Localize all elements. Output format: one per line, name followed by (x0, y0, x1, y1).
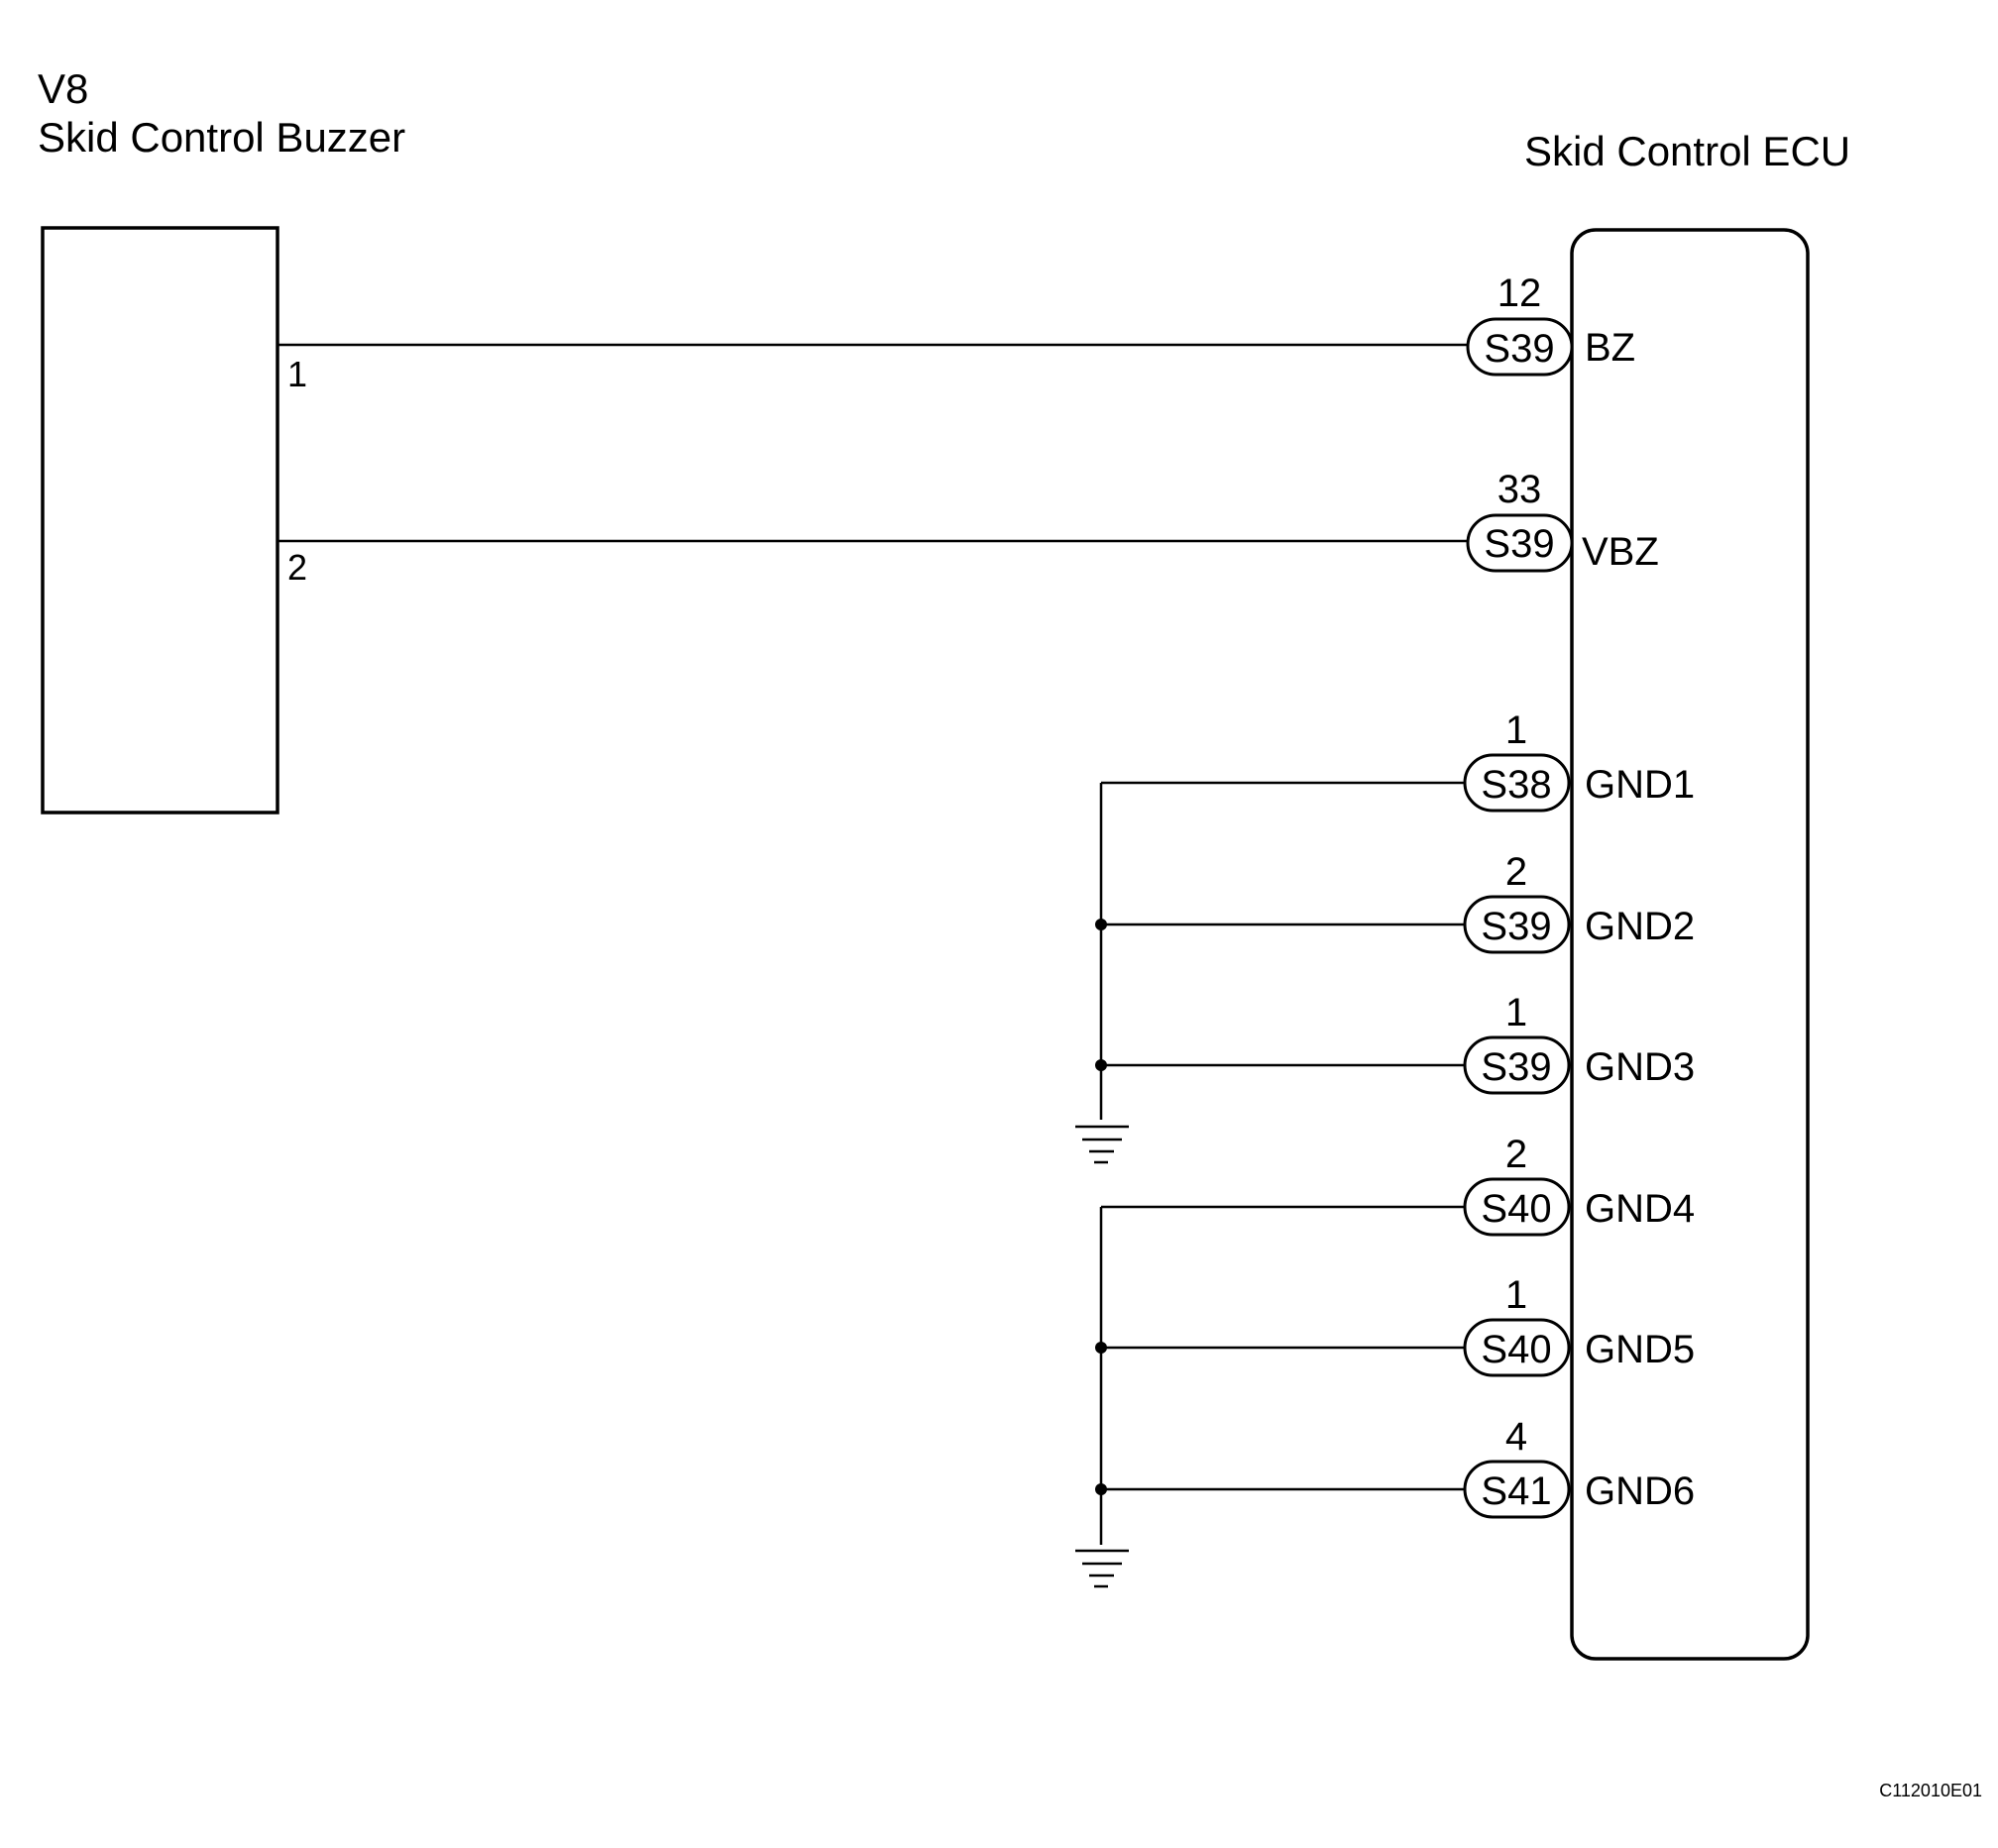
pin-number: 2 (1505, 1133, 1527, 1176)
ground-symbol-1 (1075, 1125, 1129, 1164)
buzzer-code: V8 (38, 65, 88, 112)
ecu-name: Skid Control ECU (1524, 128, 1850, 174)
signal-name: VBZ (1582, 530, 1659, 574)
ecu-terminal-gnd6: S41 4 GND6 (1463, 1415, 1695, 1519)
buzzer-component: V8 Skid Control Buzzer 1 2 (38, 65, 405, 815)
signal-name: GND4 (1585, 1187, 1695, 1231)
ecu-component: Skid Control ECU (1524, 128, 1850, 1661)
connector-id: S40 (1481, 1328, 1551, 1371)
signal-name: GND2 (1585, 905, 1695, 948)
ecu-terminal-vbz: S39 33 VBZ (1466, 468, 1659, 574)
connector-badge (1466, 317, 1574, 377)
connector-id: S40 (1481, 1187, 1551, 1231)
junction-dot (1095, 1342, 1107, 1354)
ecu-box (1570, 228, 1810, 1661)
pin-number: 1 (1505, 708, 1527, 752)
figure-id: C112010E01 (1879, 1781, 1982, 1800)
ecu-terminal-gnd1: S38 1 GND1 (1463, 708, 1695, 813)
buzzer-pin-1: 1 (287, 354, 307, 394)
connector-badge (1463, 1177, 1571, 1237)
buzzer-pin-2: 2 (287, 547, 307, 588)
signal-name: GND6 (1585, 1469, 1695, 1513)
buzzer-box (41, 226, 279, 815)
junction-dot (1095, 919, 1107, 930)
junction-dot (1095, 1483, 1107, 1495)
ecu-terminal-gnd3: S39 1 GND3 (1463, 991, 1695, 1095)
connector-badge (1463, 1035, 1571, 1095)
pin-number: 2 (1505, 850, 1527, 894)
pin-number: 12 (1498, 272, 1542, 315)
connector-id: S38 (1481, 763, 1551, 807)
ground-symbol-2 (1075, 1549, 1129, 1588)
signal-name: GND1 (1585, 763, 1695, 807)
pin-number: 33 (1498, 468, 1542, 511)
connector-badge (1463, 895, 1571, 954)
pin-number: 4 (1505, 1415, 1527, 1459)
wires (278, 343, 1468, 1588)
connector-badge (1463, 753, 1571, 813)
connector-id: S39 (1484, 327, 1554, 371)
signal-name: GND5 (1585, 1328, 1695, 1371)
connector-badge (1463, 1460, 1571, 1519)
connector-badge (1463, 1318, 1571, 1377)
connector-id: S39 (1481, 1045, 1551, 1089)
ecu-terminal-gnd5: S40 1 GND5 (1463, 1273, 1695, 1377)
buzzer-name: Skid Control Buzzer (38, 114, 405, 161)
pin-number: 1 (1505, 991, 1527, 1034)
connector-id: S41 (1481, 1469, 1551, 1513)
ecu-terminal-gnd4: S40 2 GND4 (1463, 1133, 1695, 1237)
signal-name: GND3 (1585, 1045, 1695, 1089)
ecu-terminal-bz: S39 12 BZ (1466, 272, 1635, 377)
pin-number: 1 (1505, 1273, 1527, 1317)
ecu-terminal-gnd2: S39 2 GND2 (1463, 850, 1695, 954)
connector-badge (1466, 513, 1574, 573)
signal-name: BZ (1585, 326, 1635, 370)
connector-id: S39 (1481, 905, 1551, 948)
junction-dot (1095, 1059, 1107, 1071)
connector-id: S39 (1484, 522, 1554, 566)
